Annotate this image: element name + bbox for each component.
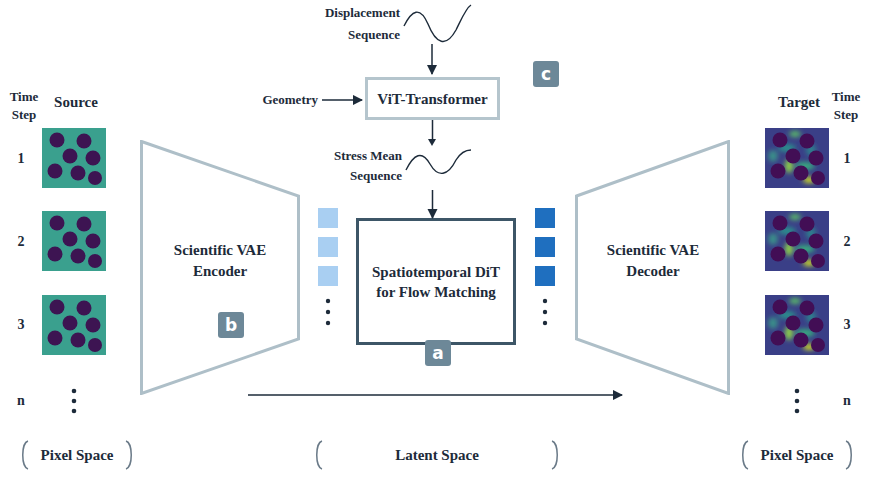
trapezoid-shape [142, 142, 299, 394]
latent-tokens-out [535, 208, 555, 325]
text-holder: Scientific VAE Encoder [160, 240, 280, 282]
panel-badge: b [218, 312, 244, 338]
box-text: Scientific VAE Encoder [160, 240, 280, 282]
input-label: Displacement Sequence [306, 2, 400, 46]
decoder-trapezoid: Scientific VAE Decoder [575, 140, 730, 395]
trapezoid-shape [577, 142, 729, 394]
text-holder: Scientific VAE Decoder [593, 240, 713, 282]
column-heading: Target [764, 93, 834, 111]
space-label: Pixel Space [748, 446, 846, 464]
box-text: Spatiotemporal DiT for Flow Matching [367, 262, 505, 302]
panel-badge: c [533, 61, 559, 87]
space-brackets [23, 441, 852, 469]
column-heading: Source [44, 93, 108, 111]
step-number: 3 [838, 316, 856, 334]
flow-arrow [432, 120, 434, 218]
encoder-trapezoid: Scientific VAE Encoder b [140, 140, 300, 395]
input-label: Geometry [232, 91, 318, 109]
step-number: 3 [12, 316, 30, 334]
box-text: ViT-Transformer [377, 89, 487, 109]
model-box: ViT-Transformer [365, 77, 500, 120]
step-number: 2 [12, 233, 30, 251]
axis-label: Time Step [826, 88, 866, 124]
flow-arrow [248, 394, 622, 396]
step-number: 1 [12, 150, 30, 168]
step-number: 1 [838, 150, 856, 168]
panel-letter: c [533, 61, 559, 87]
step-number: n [12, 392, 30, 410]
step-number: n [838, 392, 856, 410]
edge-label: Stress Mean Sequence [316, 146, 402, 186]
step-number: 2 [838, 233, 856, 251]
box-text: Scientific VAE Decoder [593, 240, 713, 282]
space-label: Latent Space [362, 446, 512, 464]
panel-badge: a [425, 340, 451, 366]
panel-letter: a [425, 340, 451, 366]
axis-label: Time Step [4, 88, 44, 124]
target-fields [765, 128, 829, 413]
source-fields [42, 128, 106, 413]
panel-letter: b [218, 312, 244, 338]
latent-tokens-in [318, 208, 338, 325]
space-label: Pixel Space [28, 446, 126, 464]
model-box: Spatiotemporal DiT for Flow Matching [356, 218, 516, 345]
